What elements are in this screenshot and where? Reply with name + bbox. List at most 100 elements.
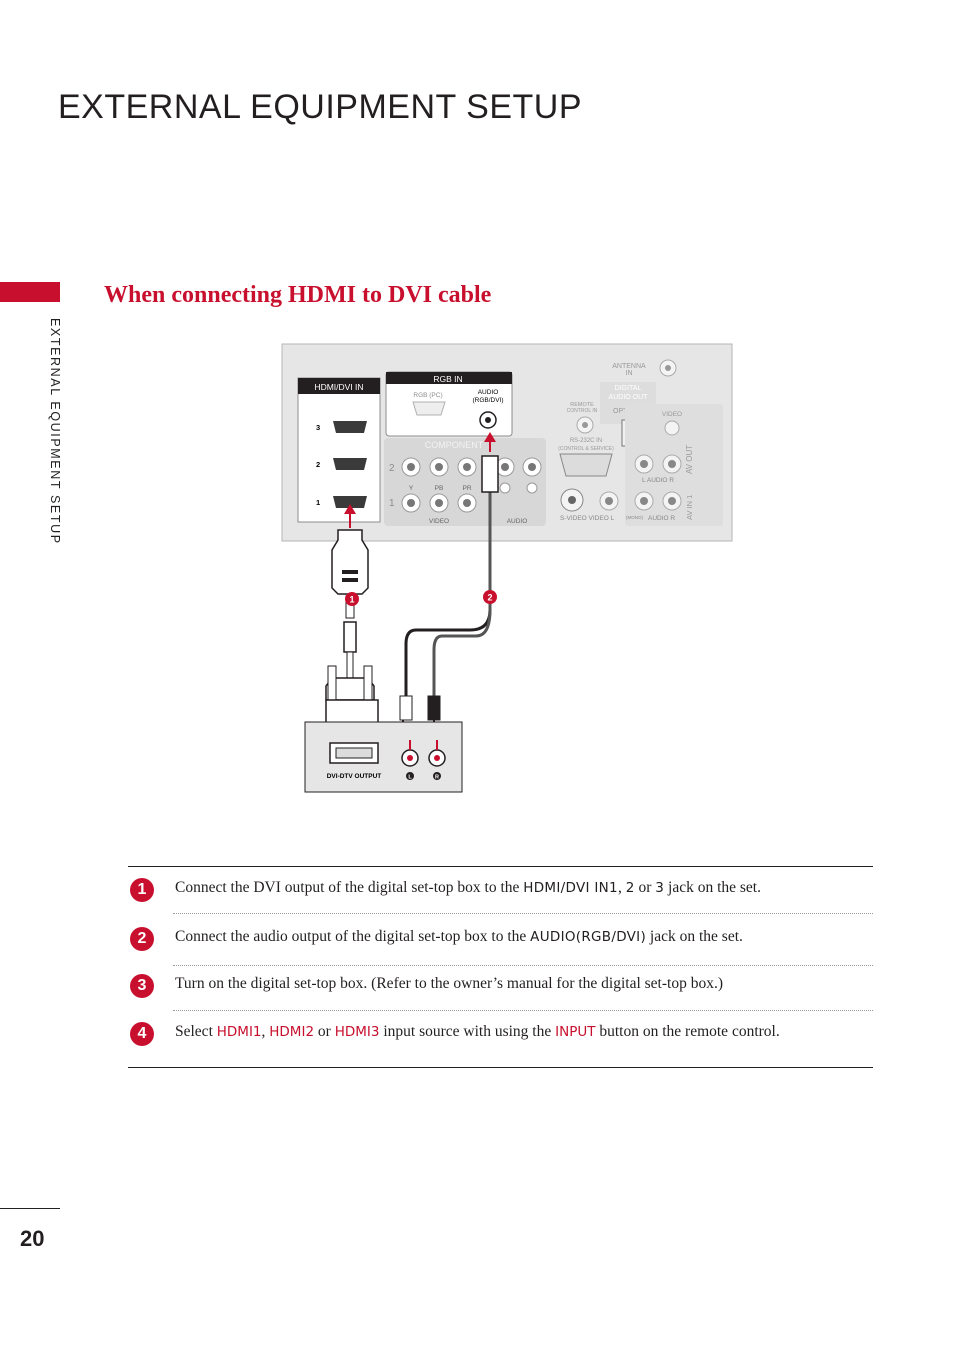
component-jack-core — [435, 499, 443, 507]
rs232-label-2: (CONTROL & SERVICE) — [558, 446, 614, 452]
audio-rgb-label-1: AUDIO — [478, 389, 499, 396]
component-small-jack — [526, 482, 538, 494]
settop-r-badge — [433, 772, 441, 780]
step-2-text: Connect the audio output of the digital … — [175, 928, 743, 946]
step-text-part: Connect the DVI output of the digital se… — [175, 879, 524, 896]
step-text-part: or — [314, 1023, 335, 1040]
step-number-badge: 2 — [130, 927, 154, 951]
footer-rule — [0, 1208, 60, 1209]
av-in-svideo-label: S-VIDEO VIDEO L — [560, 515, 615, 522]
step-text-part: jack on the set. — [646, 928, 743, 945]
step-number-badge: 3 — [130, 974, 154, 998]
callout-2-marker — [483, 590, 497, 604]
rca-plug-right — [427, 695, 441, 721]
dvi-thumbscrew-left — [327, 665, 337, 701]
rs232-label-1: RS-232C IN — [570, 438, 602, 444]
settop-r-label: R — [435, 775, 439, 781]
av-jack-core — [605, 497, 613, 505]
component-audio-label: AUDIO — [507, 518, 528, 525]
step-text-part: Select — [175, 1023, 217, 1040]
step-keyword: 3 — [655, 880, 665, 896]
side-section-label: EXTERNAL EQUIPMENT SETUP — [48, 318, 62, 545]
hdmi-plug-grip — [342, 578, 358, 582]
digital-audio-label-1: DIGITAL — [615, 385, 642, 392]
hdmi-port-1 — [333, 496, 367, 508]
digital-audio-label-2: AUDIO OUT — [609, 394, 649, 401]
remote-label-2: CONTROL IN — [567, 408, 598, 414]
step-3-text: Turn on the digital set-top box. (Refer … — [175, 975, 723, 992]
callout-1-label: 1 — [349, 595, 354, 605]
audio-rgb-dvi-jack-core — [485, 417, 491, 423]
settop-audio-l-jack-core — [407, 755, 413, 761]
remote-label-1: REMOTE — [570, 402, 594, 408]
component-jack-core — [407, 499, 415, 507]
component-jack-core — [463, 499, 471, 507]
dvi-thumbscrew-right — [363, 665, 373, 701]
section-title: When connecting HDMI to DVI cable — [104, 282, 492, 308]
av-in-mono-label: (MONO) — [626, 515, 643, 520]
callout-1-marker — [345, 592, 359, 606]
step-4-text: Select HDMI1, HDMI2 or HDMI3 input sourc… — [175, 1023, 780, 1041]
step-keyword: AUDIO(RGB/DVI) — [530, 929, 647, 945]
side-tab-marker — [0, 282, 60, 302]
steps-list: 1 Connect the DVI output of the digital … — [128, 866, 873, 1068]
step-keyword: HDMI/DVI IN1 — [523, 880, 618, 896]
cable-ferrite — [343, 621, 357, 653]
component-label: COMPONENT — [425, 440, 484, 450]
rgb-pc-port — [412, 401, 446, 416]
hdmi-dvi-cable — [346, 651, 354, 679]
step-1-text: Connect the DVI output of the digital se… — [175, 879, 761, 897]
settop-l-label: L — [408, 775, 412, 781]
page-number: 20 — [20, 1226, 45, 1251]
av-out-label: AV OUT — [685, 445, 694, 474]
rgb-pc-label: RGB (PC) — [413, 392, 442, 399]
step-text-part: button on the remote control. — [595, 1023, 780, 1040]
hdmi-port-label-2: 2 — [316, 460, 320, 469]
rs232-port — [559, 453, 613, 477]
step-text-part: input source with using the — [379, 1023, 556, 1040]
audio-arrow-head — [484, 432, 496, 442]
component-row-2: 2 — [389, 463, 395, 474]
audio-rgb-label-2: (RGB/DVI) — [472, 397, 503, 404]
audio-rca-plug — [481, 455, 499, 493]
component-small-jack — [499, 482, 511, 494]
av-jack-core — [668, 460, 676, 468]
remote-control-jack-core — [582, 422, 588, 428]
antenna-jack-core — [665, 365, 671, 371]
av-out-video-jack — [664, 420, 680, 436]
step-keyword: HDMI3 — [334, 1024, 380, 1040]
hdmi-header-label: HDMI/DVI IN — [314, 382, 363, 392]
hdmi-plug — [331, 529, 369, 595]
rgb-header-bar — [386, 372, 512, 384]
step-3: 3 Turn on the digital set-top box. (Refe… — [128, 965, 873, 1005]
component-row-1: 1 — [389, 498, 395, 509]
component-pr-label: PR — [462, 485, 471, 492]
rca-plug-left — [399, 695, 413, 721]
step-keyword: HDMI2 — [269, 1024, 315, 1040]
step-text-part: or — [634, 879, 656, 896]
step-divider — [173, 965, 873, 966]
step-keyword: INPUT — [555, 1024, 596, 1040]
step-keyword: HDMI1 — [216, 1024, 262, 1040]
av-out-audio-lr-label: L AUDIO R — [642, 477, 674, 484]
step-1: 1 Connect the DVI output of the digital … — [128, 869, 873, 909]
step-divider — [173, 913, 873, 914]
step-divider — [173, 1010, 873, 1011]
hdmi-arrow-head — [344, 504, 356, 514]
step-text-part: jack on the set. — [664, 879, 761, 896]
diagram-svg: HDMI/DVI IN 3 2 1 RGB IN RGB (PC) AUDIO … — [281, 343, 733, 793]
component-area — [384, 438, 546, 526]
step-keyword: 2 — [625, 880, 635, 896]
callout-2-label: 2 — [487, 593, 492, 603]
step-number-badge: 1 — [130, 878, 154, 902]
component-y-label: Y — [409, 485, 414, 492]
av-jack-core — [640, 497, 648, 505]
antenna-label-1: ANTENNA — [612, 363, 646, 370]
hdmi-header-bar — [298, 378, 380, 394]
av-jack-core — [640, 460, 648, 468]
connection-diagram: HDMI/DVI IN 3 2 1 RGB IN RGB (PC) AUDIO … — [270, 340, 740, 800]
hdmi-plug-grip — [342, 570, 358, 574]
audio-cable-right — [432, 470, 492, 696]
component-jack-core — [435, 463, 443, 471]
hdmi-port-2 — [333, 458, 367, 470]
